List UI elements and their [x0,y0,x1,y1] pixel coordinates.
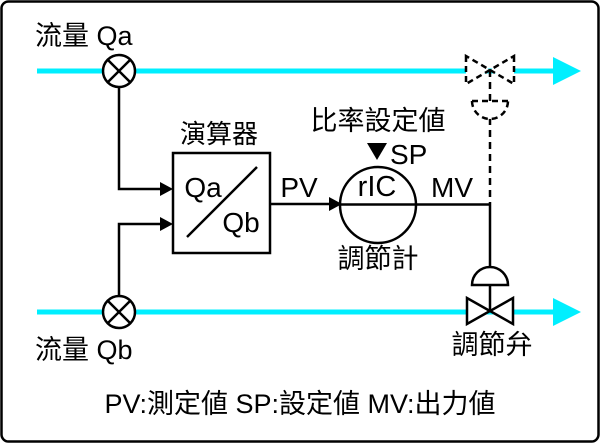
operator-divide-slash [186,166,258,238]
control-valve-label: 調節弁 [452,330,533,360]
signal-arrow-qa-icon [160,182,173,196]
valve-actuator-icon [470,265,510,287]
flow-qb-label: 流量 Qb [35,335,133,365]
operator-title: 演算器 [180,119,258,149]
control-valve-icon [465,295,515,327]
ratio-setpoint-label: 比率設定値 [311,106,446,136]
signal-arrow-qb-icon [160,217,173,231]
flow-arrow-qa-icon [553,57,581,85]
controller-name: 調節計 [338,244,419,274]
flow-sensor-qa-icon [101,53,137,89]
signal-line-qb [117,222,164,296]
controller-tag: rIC [358,171,397,203]
signal-line-qa [117,87,164,191]
legend-text: PV:測定値 SP:設定値 MV:出力値 [104,389,495,419]
operator-numerator: Qa [184,172,222,203]
flow-qa-label: 流量 Qa [35,21,134,51]
phantom-valve-icon [464,53,516,87]
flow-sensor-qb-icon [101,294,137,330]
operator-denominator: Qb [222,207,259,238]
sp-marker-icon [367,143,387,160]
pv-arrow-icon [329,197,342,211]
mv-label: MV [431,172,473,203]
phantom-actuator-icon [470,99,510,121]
flow-arrow-qb-icon [553,298,581,326]
pv-label: PV [280,172,318,203]
sp-label: SP [390,139,427,170]
